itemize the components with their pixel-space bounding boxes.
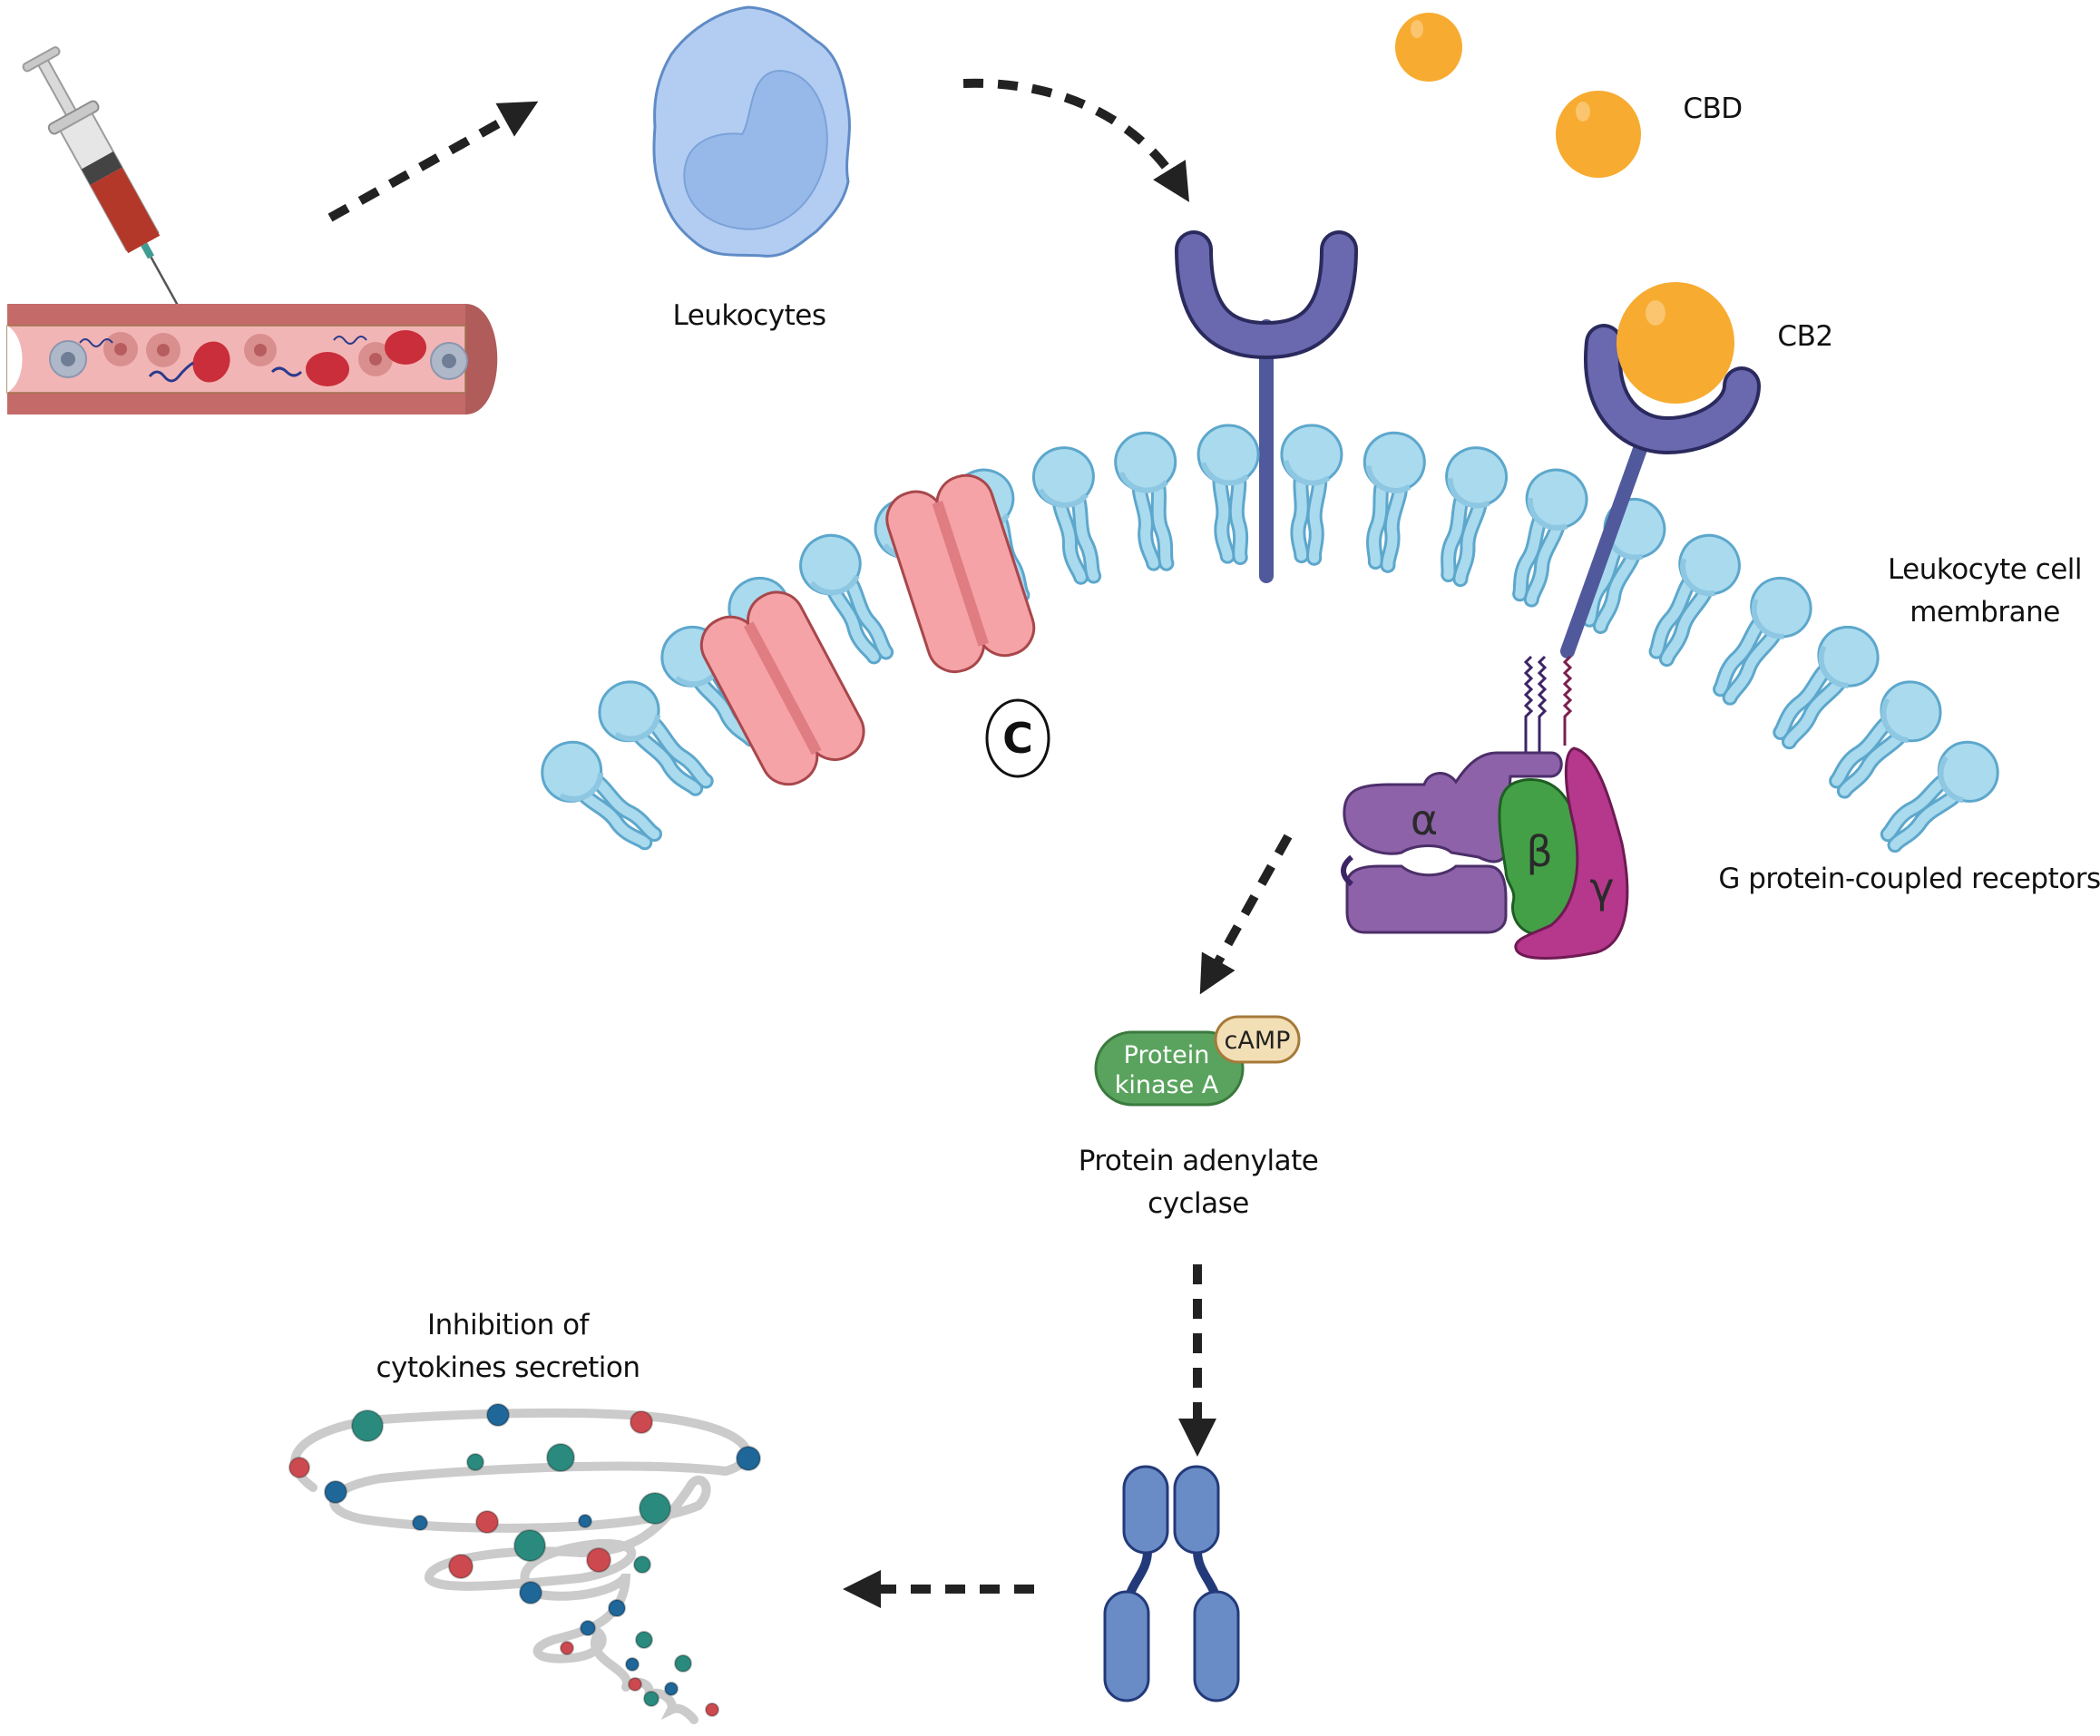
inhibition-label: Inhibition of cytokines secretion (376, 1304, 640, 1390)
cytokine-dot (324, 1480, 347, 1504)
cytokine-dot (560, 1641, 574, 1655)
svg-text:γ: γ (1589, 863, 1614, 912)
cytokine-dot (639, 1492, 671, 1525)
lipid-molecule (1496, 463, 1594, 607)
camp-badge: cAMP (1214, 1015, 1301, 1064)
cytokine-dot (633, 1556, 651, 1574)
arrow-membrane-to-pka (1199, 834, 1293, 995)
cytokine-tornado-icon (288, 1403, 761, 1724)
panel-label: C (985, 698, 1050, 778)
cytokine-dot (288, 1457, 310, 1478)
svg-text:α: α (1411, 795, 1438, 844)
cbd-label-text: CBD (1683, 93, 1743, 125)
cbd-label: CBD (1683, 88, 1743, 131)
inhibition-label-line1: Inhibition of (427, 1309, 589, 1341)
cytokine-dot (643, 1691, 659, 1707)
cytokine-dot (736, 1446, 761, 1471)
cytokine-dot (664, 1682, 679, 1696)
g-protein-icon: α β γ (1341, 655, 1629, 960)
gpcr-label-text: G protein-coupled receptors (1718, 863, 2100, 895)
protein-kinase-a: Protein kinase A (1094, 1030, 1245, 1107)
cytokine-dot (580, 1620, 596, 1636)
cb2-label: CB2 (1777, 316, 1833, 358)
cytokine-dot (630, 1410, 653, 1434)
leukocytes-label: Leukocytes (672, 295, 826, 337)
cytokine-dot (635, 1631, 653, 1649)
cytokine-dot (412, 1515, 428, 1531)
cytokine-dot (475, 1510, 499, 1534)
arrow-vessel-to-leukocyte (327, 101, 539, 222)
cytokine-dot (586, 1547, 611, 1573)
svg-text:cAMP: cAMP (1225, 1027, 1291, 1055)
syringe-icon (22, 46, 183, 314)
cbd-molecule-icon (1395, 13, 1641, 178)
gpcr-label: G protein-coupled receptors (1718, 858, 2100, 901)
lipid-molecule (1197, 424, 1264, 560)
svg-text:Protein: Protein (1124, 1041, 1210, 1069)
svg-text:C: C (1002, 714, 1033, 763)
cytokine-dot (578, 1514, 592, 1528)
cytokine-dot (466, 1453, 484, 1471)
receptor-icon (1175, 230, 1358, 583)
leukocyte-cell-icon (652, 5, 851, 258)
antibody-icon (1103, 1465, 1240, 1702)
cytokine-dot (608, 1599, 626, 1617)
cytokine-dot (351, 1409, 384, 1442)
lipid-molecule (1112, 429, 1189, 569)
lipid-molecule (1277, 424, 1343, 560)
cytokine-dot (625, 1657, 640, 1672)
lipid-molecule (1351, 429, 1428, 569)
membrane-label-line2: membrane (1910, 596, 2060, 629)
membrane-label-line1: Leukocyte cell (1887, 553, 2083, 586)
cytokine-dot (674, 1654, 692, 1673)
cytokine-dot (448, 1554, 474, 1579)
adenylate-label-line1: Protein adenylate (1078, 1145, 1319, 1177)
cytokine-dot (628, 1677, 642, 1692)
leukocytes-label-text: Leukocytes (672, 299, 826, 332)
cytokine-dot (513, 1529, 546, 1562)
flow-arrows (327, 78, 1293, 1608)
inhibition-label-line2: cytokines secretion (376, 1351, 640, 1384)
cb2-receptor-icon (1560, 282, 1761, 658)
cytokine-dot (519, 1581, 542, 1604)
lipid-molecule (1424, 442, 1512, 584)
membrane-label: Leukocyte cell membrane (1887, 549, 2083, 634)
blood-vessel-icon (6, 304, 498, 414)
ion-channel-icon (699, 473, 1036, 786)
cb2-label-text: CB2 (1777, 320, 1833, 353)
svg-text:β: β (1526, 827, 1552, 876)
cytokine-dot (486, 1403, 510, 1427)
lipid-molecule (1028, 442, 1116, 584)
adenylate-cyclase-label: Protein adenylate cyclase (1079, 1140, 1319, 1225)
cytokine-dot (546, 1443, 575, 1472)
arrow-leukocyte-to-receptor (962, 78, 1190, 202)
svg-text:kinase A: kinase A (1115, 1071, 1219, 1099)
cytokine-dot (705, 1702, 719, 1717)
adenylate-label-line2: cyclase (1148, 1187, 1249, 1220)
